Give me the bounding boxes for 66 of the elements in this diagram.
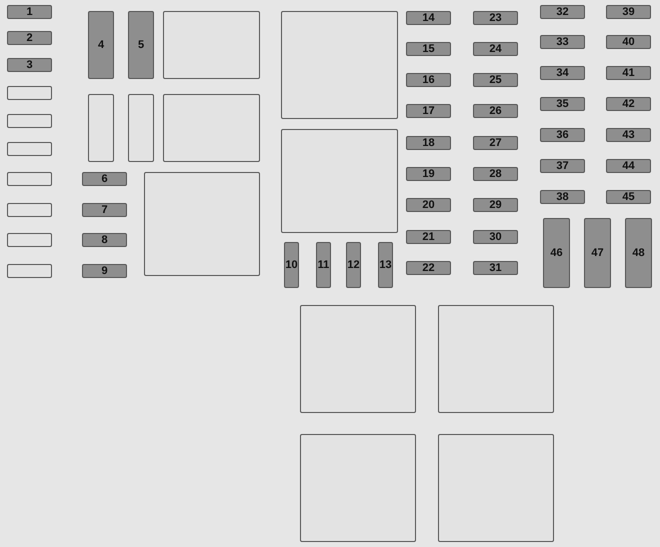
fuse: 24 [473,42,518,56]
fuse: 41 [606,66,651,80]
fuse: 23 [473,11,518,25]
empty-fuse-slot [7,114,52,128]
fuse: 34 [540,66,585,80]
fuse: 3 [7,58,52,72]
fuse: 30 [473,230,518,244]
relay-slot [144,172,260,276]
fuse: 25 [473,73,518,87]
fuse: 17 [406,104,451,118]
fuse: 40 [606,35,651,49]
empty-fuse-slot [7,142,52,156]
fuse: 46 [543,218,570,288]
fuse: 29 [473,198,518,212]
fuse: 28 [473,167,518,181]
fuse: 47 [584,218,611,288]
relay-slot [438,305,554,413]
empty-fuse-slot [7,86,52,100]
fuse: 1 [7,5,52,19]
empty-fuse-slot [7,264,52,278]
relay-slot [300,305,416,413]
fuse: 15 [406,42,451,56]
fuse: 36 [540,128,585,142]
empty-fuse-slot [7,233,52,247]
relay-slot [163,11,260,79]
fuse: 16 [406,73,451,87]
fuse: 31 [473,261,518,275]
fuse: 19 [406,167,451,181]
fuse: 10 [284,242,299,288]
fuse: 32 [540,5,585,19]
fuse: 39 [606,5,651,19]
fuse: 45 [606,190,651,204]
fuse: 43 [606,128,651,142]
fuse: 6 [82,172,127,186]
relay-slot [281,129,398,233]
fuse: 14 [406,11,451,25]
fuse: 2 [7,31,52,45]
fuse: 42 [606,97,651,111]
empty-fuse-slot [128,94,154,162]
fuse: 12 [346,242,361,288]
fuse: 11 [316,242,331,288]
relay-slot [438,434,554,542]
relay-slot [163,94,260,162]
fuse: 48 [625,218,652,288]
fuse: 22 [406,261,451,275]
fuse: 18 [406,136,451,150]
fuse: 13 [378,242,393,288]
relay-slot [300,434,416,542]
fuse: 8 [82,233,127,247]
fuse: 21 [406,230,451,244]
empty-fuse-slot [7,203,52,217]
fuse: 4 [88,11,114,79]
relay-slot [281,11,398,119]
fuse: 37 [540,159,585,173]
fuse: 38 [540,190,585,204]
fuse: 26 [473,104,518,118]
fuse: 9 [82,264,127,278]
fuse: 7 [82,203,127,217]
fuse: 33 [540,35,585,49]
fuse: 44 [606,159,651,173]
fuse: 5 [128,11,154,79]
empty-fuse-slot [7,172,52,186]
empty-fuse-slot [88,94,114,162]
fuse: 35 [540,97,585,111]
fuse: 20 [406,198,451,212]
fuse: 27 [473,136,518,150]
